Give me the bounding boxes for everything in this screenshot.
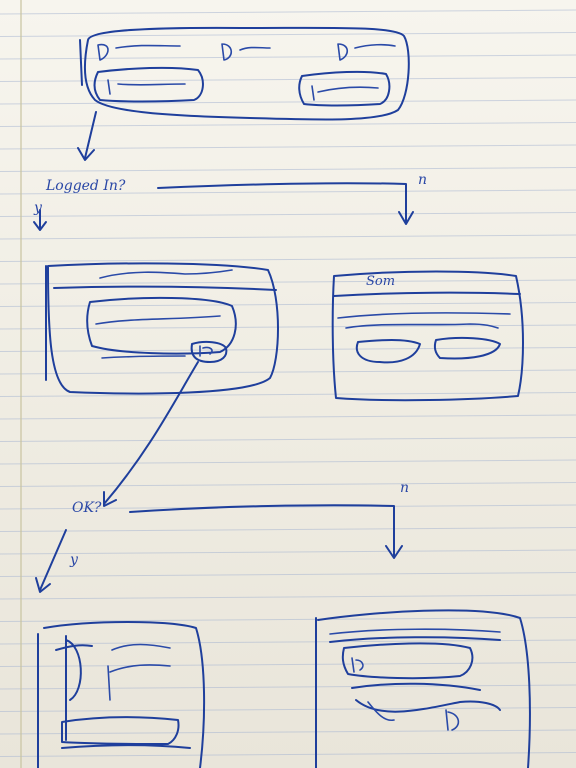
- top-page-wireframe: [79, 26, 410, 121]
- ruled-line: [0, 212, 576, 217]
- ruled-line: [0, 99, 576, 105]
- yes-label-1: y: [34, 200, 42, 216]
- ruled-line: [0, 527, 576, 532]
- ruled-line: [0, 347, 576, 352]
- logged-in-question: Logged In?: [46, 178, 126, 194]
- ruled-line: [0, 32, 576, 37]
- ruled-line: [0, 572, 576, 577]
- ruled-line: [0, 549, 576, 555]
- arrow-logged-in-yes: [33, 209, 47, 231]
- arrow-logged-in-no: [157, 182, 414, 225]
- arrow-to-logged-in: [77, 111, 97, 161]
- ruled-line: [0, 459, 576, 465]
- no-label-1: n: [418, 172, 428, 188]
- arrow-ok-no: [129, 504, 403, 559]
- ruled-line: [0, 482, 576, 487]
- arrow-ok-yes: [35, 529, 67, 593]
- ruled-line: [0, 189, 576, 195]
- yes-label-2: y: [70, 552, 78, 568]
- ruled-line: [0, 54, 576, 60]
- ruled-line: [0, 684, 576, 690]
- ruled-line: [0, 729, 576, 735]
- ruled-line: [0, 77, 576, 82]
- ruled-line: [0, 122, 576, 127]
- ruled-line: [0, 752, 576, 757]
- margin-rule: [20, 0, 22, 768]
- ruled-line: [0, 594, 576, 600]
- ruled-line: [0, 639, 576, 645]
- ok-question: OK?: [72, 500, 102, 516]
- ruled-line: [0, 707, 576, 712]
- dashboard-wireframe: [45, 262, 279, 395]
- ruled-line: [0, 437, 576, 442]
- login-box-text: Som: [366, 274, 396, 289]
- ruled-line: [0, 167, 576, 172]
- ruled-line: [0, 234, 576, 240]
- ruled-line: [0, 392, 576, 397]
- no-label-2: n: [400, 480, 410, 496]
- ruled-line: [0, 369, 576, 375]
- ruled-line: [0, 9, 576, 15]
- arrow-to-ok: [103, 361, 199, 507]
- ruled-line: [0, 662, 576, 667]
- ruled-line: [0, 414, 576, 420]
- ruled-line: [0, 144, 576, 150]
- bottom-left-wireframe: [37, 621, 206, 768]
- login-wireframe: [331, 270, 524, 402]
- ruled-line: [0, 257, 576, 262]
- ruled-line: [0, 302, 576, 307]
- ruled-line: [0, 617, 576, 622]
- bottom-right-wireframe: [315, 609, 531, 768]
- ruled-line: [0, 324, 576, 330]
- ruled-line: [0, 504, 576, 510]
- ruled-line: [0, 279, 576, 285]
